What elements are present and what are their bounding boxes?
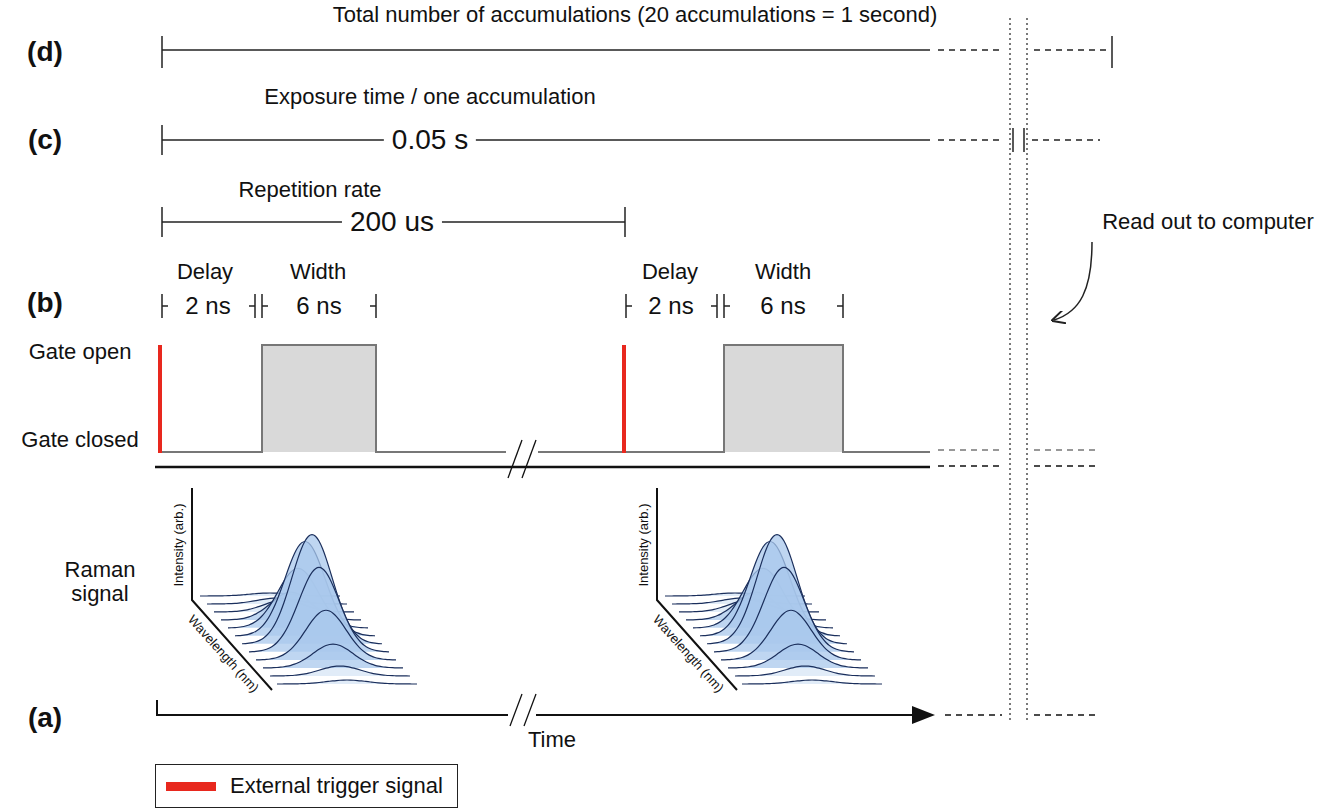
panel-letter: (c): [28, 125, 62, 156]
panel-letter: (d): [27, 37, 63, 68]
legend-item: External trigger signal: [166, 773, 443, 799]
legend-swatch: [166, 782, 216, 791]
timing-label: Exposure time / one accumulation: [264, 85, 595, 109]
timing-label: 2 ns: [185, 293, 230, 319]
timing-label: Total number of accumulations (20 accumu…: [333, 3, 938, 27]
timing-label: Delay: [642, 260, 698, 284]
panel-letter: (a): [28, 703, 62, 734]
timing-label: 0.05 s: [384, 125, 476, 156]
panel-letter: (b): [27, 288, 63, 319]
timing-label: 200 us: [342, 207, 442, 238]
timing-label: Read out to computer: [1102, 210, 1314, 234]
timing-label: Repetition rate: [238, 178, 381, 202]
timing-label: Gate open: [29, 340, 132, 364]
timing-label: 2 ns: [648, 293, 693, 319]
timing-label: 6 ns: [296, 293, 341, 319]
legend-box: External trigger signal: [155, 764, 458, 808]
timing-label: Raman signal: [45, 558, 155, 606]
timing-label: Width: [755, 260, 811, 284]
timing-label: Intensity (arb.): [172, 503, 186, 586]
timing-label: Delay: [177, 260, 233, 284]
timing-label: Intensity (arb.): [637, 503, 651, 586]
timing-label: Time: [528, 728, 576, 752]
timing-label: Width: [290, 260, 346, 284]
timing-label: Gate closed: [21, 428, 138, 452]
legend-text: External trigger signal: [230, 773, 443, 799]
timing-label: 6 ns: [760, 293, 805, 319]
